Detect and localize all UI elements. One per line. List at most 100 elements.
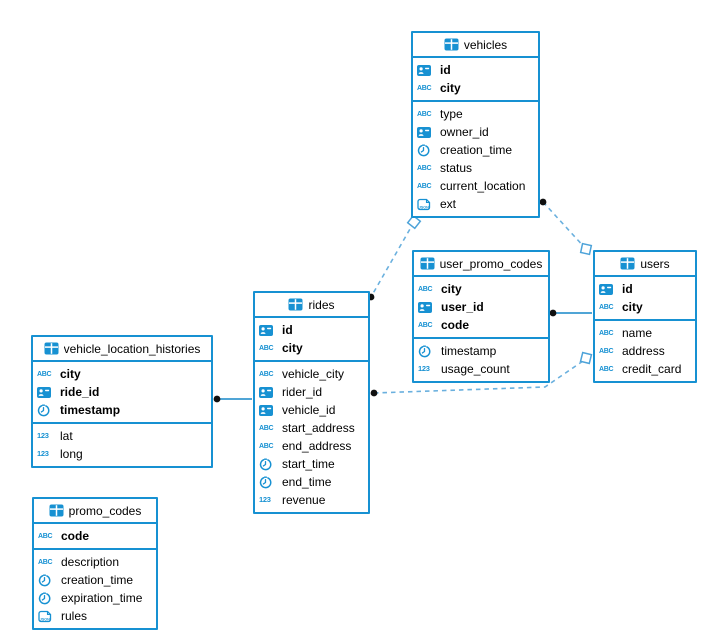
column-label: ride_id bbox=[60, 385, 100, 399]
column-row-ride_id[interactable]: ride_id bbox=[33, 383, 211, 401]
column-row-usage_count[interactable]: 123 usage_count bbox=[414, 360, 548, 378]
table-header[interactable]: users bbox=[595, 252, 695, 277]
svg-text:JSON: JSON bbox=[419, 205, 429, 209]
text-type-icon: ABC bbox=[418, 285, 433, 293]
column-label: usage_count bbox=[441, 362, 510, 376]
relation-dot-marker bbox=[549, 309, 557, 317]
text-type-icon: ABC bbox=[599, 347, 614, 355]
text-type-icon: ABC bbox=[417, 110, 432, 118]
table-title: users bbox=[640, 256, 670, 271]
column-row-end_time[interactable]: end_time bbox=[255, 473, 368, 491]
column-label: credit_card bbox=[622, 362, 682, 376]
column-row-id[interactable]: id bbox=[255, 321, 368, 339]
table-vehicle_location_histories[interactable]: vehicle_location_histories ABC city ride_i… bbox=[31, 335, 213, 468]
number-type-icon: 123 bbox=[37, 449, 49, 459]
column-label: city bbox=[60, 367, 81, 381]
relation-rides-users[interactable] bbox=[373, 360, 584, 394]
column-row-user_id[interactable]: user_id bbox=[414, 298, 548, 316]
relation-diamond-marker bbox=[579, 242, 593, 256]
text-type-icon: ABC bbox=[599, 365, 614, 373]
id-badge-icon bbox=[259, 404, 278, 416]
column-label: id bbox=[622, 282, 633, 296]
text-type-icon: ABC bbox=[418, 321, 433, 329]
column-label: city bbox=[440, 81, 461, 95]
column-label: end_address bbox=[282, 439, 352, 453]
column-row-city[interactable]: ABC city bbox=[413, 79, 538, 97]
relation-vehicles-users[interactable] bbox=[542, 201, 587, 250]
column-label: vehicle_id bbox=[282, 403, 336, 417]
column-row-timestamp[interactable]: timestamp bbox=[414, 342, 548, 360]
column-row-id[interactable]: id bbox=[413, 61, 538, 79]
table-icon bbox=[620, 257, 635, 270]
table-header[interactable]: rides bbox=[255, 293, 368, 318]
table-header[interactable]: user_promo_codes bbox=[414, 252, 548, 277]
column-row-credit_card[interactable]: ABC credit_card bbox=[595, 360, 695, 378]
column-row-owner_id[interactable]: owner_id bbox=[413, 123, 538, 141]
text-type-icon: ABC bbox=[37, 370, 52, 378]
table-header[interactable]: promo_codes bbox=[34, 499, 156, 524]
column-row-timestamp[interactable]: timestamp bbox=[33, 401, 211, 419]
text-type-icon: ABC bbox=[259, 370, 274, 378]
column-row-vehicle_city[interactable]: ABC vehicle_city bbox=[255, 365, 368, 383]
column-label: status bbox=[440, 161, 473, 175]
relation-dot-marker bbox=[213, 395, 221, 403]
column-label: user_id bbox=[441, 300, 484, 314]
column-row-creation_time[interactable]: creation_time bbox=[413, 141, 538, 159]
column-label: vehicle_city bbox=[282, 367, 345, 381]
column-row-creation_time[interactable]: creation_time bbox=[34, 571, 156, 589]
column-row-expiration_time[interactable]: expiration_time bbox=[34, 589, 156, 607]
table-header[interactable]: vehicles bbox=[413, 33, 538, 58]
text-type-icon: ABC bbox=[599, 329, 614, 337]
number-type-icon: 123 bbox=[259, 495, 271, 505]
column-label: city bbox=[282, 341, 303, 355]
column-row-rider_id[interactable]: rider_id bbox=[255, 383, 368, 401]
table-title: user_promo_codes bbox=[439, 256, 543, 271]
relation-dot-marker bbox=[370, 389, 378, 397]
column-row-city[interactable]: ABC city bbox=[33, 365, 211, 383]
column-row-start_time[interactable]: start_time bbox=[255, 455, 368, 473]
column-row-vehicle_id[interactable]: vehicle_id bbox=[255, 401, 368, 419]
text-type-icon: ABC bbox=[599, 303, 614, 311]
id-badge-icon bbox=[37, 386, 56, 398]
relation-diamond-marker bbox=[579, 351, 593, 365]
column-row-id[interactable]: id bbox=[595, 280, 695, 298]
text-type-icon: ABC bbox=[417, 84, 432, 92]
json-type-icon: JSON bbox=[38, 610, 57, 623]
timestamp-type-icon bbox=[418, 345, 437, 358]
table-title: promo_codes bbox=[68, 503, 142, 518]
column-label: rider_id bbox=[282, 385, 323, 399]
relation-vehicles-rides[interactable] bbox=[370, 221, 415, 298]
table-icon bbox=[44, 342, 59, 355]
column-label: creation_time bbox=[61, 573, 134, 587]
table-header[interactable]: vehicle_location_histories bbox=[33, 337, 211, 362]
number-type-icon: 123 bbox=[418, 364, 430, 374]
